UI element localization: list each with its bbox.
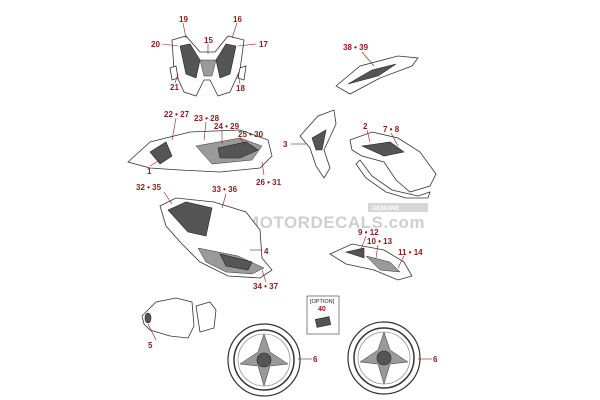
callout-4: 4 (264, 247, 269, 256)
upper-fairing-part (127, 129, 273, 173)
callout-34-37: 34 • 37 (253, 282, 279, 291)
callout-25-30: 25 • 30 (238, 130, 264, 139)
callout-11-14: 11 • 14 (398, 248, 423, 257)
callout-19: 19 (179, 15, 188, 24)
option-box: [OPTION] 40 (306, 295, 340, 335)
callout-40: 40 (318, 306, 326, 313)
callout-10-13: 10 • 13 (367, 237, 393, 246)
front-fender-part (141, 297, 217, 339)
callout-15: 15 (204, 36, 213, 45)
watermark-badge-bg (368, 203, 428, 212)
callout-1: 1 (147, 167, 152, 176)
under-cowl-part (329, 243, 413, 281)
callout-38-39: 38 • 39 (343, 43, 369, 52)
watermark: GENUINE MOTORDECALS.com (245, 203, 428, 232)
callout-9-12: 9 • 12 (358, 228, 379, 237)
callout-18: 18 (236, 84, 245, 93)
callout-20: 20 (151, 40, 160, 49)
wheel-front-part (227, 323, 301, 397)
callout-22-27: 22 • 27 (164, 110, 190, 119)
callout-23-28: 23 • 28 (194, 114, 220, 123)
callout-6-rear: 6 (433, 355, 438, 364)
callout-7-8: 7 • 8 (383, 125, 400, 134)
callout-2: 2 (363, 122, 368, 131)
seat-cowl-part (335, 55, 419, 95)
tail-fairing-part (349, 131, 437, 199)
callout-5: 5 (148, 341, 153, 350)
lower-fairing-part (159, 197, 273, 279)
callout-21: 21 (170, 83, 179, 92)
tank-cover-part (299, 109, 337, 179)
watermark-text: MOTORDECALS.com (245, 213, 425, 232)
callout-3: 3 (283, 140, 288, 149)
callout-26-31: 26 • 31 (256, 178, 282, 187)
callout-32-35: 32 • 35 (136, 183, 162, 192)
wheel-rear-part (347, 321, 421, 395)
option-decal-part (314, 316, 332, 328)
callout-17: 17 (259, 40, 268, 49)
option-caption: [OPTION] (310, 299, 335, 305)
callout-33-36: 33 • 36 (212, 185, 238, 194)
front-cowl-part (169, 35, 247, 97)
callout-16: 16 (233, 15, 242, 24)
callout-6-front: 6 (313, 355, 318, 364)
watermark-badge: GENUINE (372, 206, 399, 212)
callout-24-29: 24 • 29 (214, 122, 240, 131)
